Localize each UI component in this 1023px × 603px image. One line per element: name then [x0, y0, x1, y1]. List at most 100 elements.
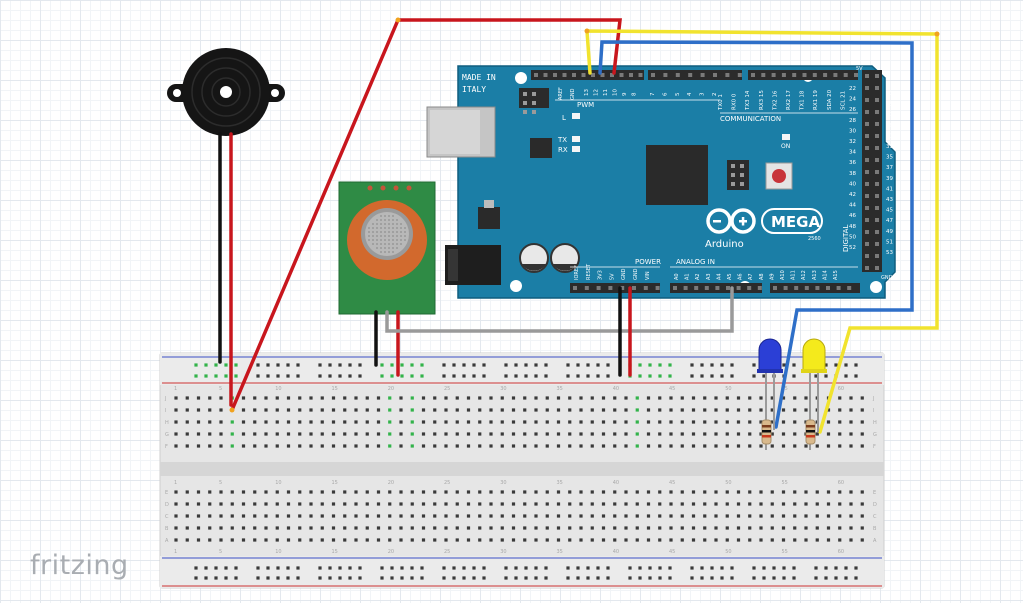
breadboard-hole	[399, 514, 403, 518]
pin-label: 24	[849, 97, 856, 103]
mesh-dot	[388, 243, 390, 245]
mesh-dot	[376, 239, 378, 241]
rail-hole	[410, 566, 414, 570]
mesh-dot	[392, 231, 394, 233]
breadboard-hole	[770, 514, 774, 518]
breadboard-hole	[703, 420, 707, 424]
mesh-dot	[400, 227, 402, 229]
mesh-dot	[384, 239, 386, 241]
breadboard-hole	[849, 526, 853, 530]
pin-label: IOREF	[574, 265, 580, 280]
breadboard-hole	[196, 538, 201, 542]
column-label: 30	[500, 480, 506, 486]
pin-label: 5	[675, 92, 681, 96]
breadboard-hole	[196, 526, 201, 530]
rail-hole	[204, 566, 208, 570]
breadboard-hole	[331, 432, 336, 436]
breadboard-hole	[838, 444, 842, 448]
breadboard-hole	[309, 490, 313, 494]
breadboard-hole	[376, 408, 381, 412]
breadboard-hole	[714, 444, 718, 448]
breadboard-hole	[860, 408, 864, 412]
breadboard-hole	[298, 526, 302, 530]
rail-hole	[730, 576, 734, 580]
breadboard-hole	[703, 408, 707, 412]
rail-hole	[214, 374, 218, 378]
breadboard-hole	[410, 396, 414, 400]
breadboard-hole	[241, 490, 246, 494]
breadboard-hole	[264, 408, 268, 412]
breadboard-hole	[309, 514, 313, 518]
breadboard-hole	[646, 396, 651, 400]
breadboard-hole	[669, 408, 673, 412]
header-pin	[865, 230, 869, 234]
rail-hole	[442, 566, 446, 570]
wire-end	[934, 31, 940, 37]
breadboard-hole	[478, 538, 482, 542]
breadboard-hole	[298, 538, 302, 542]
mesh-dot	[372, 223, 374, 225]
breadboard-hole	[511, 502, 516, 506]
breadboard-hole	[748, 502, 752, 506]
breadboard-hole	[838, 490, 842, 494]
breadboard-hole	[376, 514, 381, 518]
breadboard-hole	[579, 526, 583, 530]
breadboard-hole	[725, 502, 729, 506]
breadboard-hole	[804, 502, 808, 506]
rail-hole	[380, 363, 384, 367]
breadboard-hole	[275, 444, 279, 448]
rail-hole	[544, 576, 548, 580]
rail-hole	[380, 374, 384, 378]
breadboard-hole	[219, 502, 223, 506]
column-label: 20	[388, 480, 394, 486]
breadboard-hole	[410, 432, 414, 436]
breadboard-hole	[196, 444, 201, 448]
header-pin	[643, 286, 648, 290]
breadboard-hole	[725, 538, 729, 542]
breadboard-hole	[511, 396, 516, 400]
breadboard-hole	[545, 490, 549, 494]
breadboard-hole	[601, 420, 606, 424]
rail-hole	[296, 363, 300, 367]
column-label: 50	[725, 549, 731, 555]
breadboard-hole	[410, 526, 414, 530]
header-pin	[573, 286, 577, 290]
breadboard-hole	[590, 408, 594, 412]
led-blue-rim	[757, 369, 783, 373]
mesh-dot	[368, 231, 370, 233]
mount-hole	[515, 72, 527, 84]
breadboard-hole	[376, 444, 381, 448]
header-pin	[771, 73, 776, 77]
column-label: 20	[388, 549, 394, 555]
rail-hole	[276, 576, 280, 580]
breadboard-hole	[320, 526, 324, 530]
breadboard-hole	[365, 514, 369, 518]
sensor-mesh-pattern	[368, 215, 406, 253]
breadboard-hole	[556, 408, 561, 412]
breadboard-hole	[444, 420, 448, 424]
header-pin	[562, 73, 567, 77]
icsp-pin	[532, 110, 536, 114]
breadboard-hole	[433, 444, 437, 448]
icsp-pin	[740, 182, 744, 186]
pin-label: A7	[748, 273, 754, 280]
rail-hole	[286, 576, 290, 580]
breadboard-hole	[748, 420, 752, 424]
breadboard-hole	[579, 432, 583, 436]
pin-label: TX1 18	[800, 90, 806, 111]
mesh-dot	[392, 243, 394, 245]
breadboard-hole	[770, 502, 774, 506]
breadboard-hole	[354, 514, 358, 518]
row-label: C	[165, 514, 169, 520]
pin-label: A6	[738, 273, 744, 280]
breadboard-hole	[646, 502, 651, 506]
breadboard-hole	[185, 490, 189, 494]
mesh-dot	[400, 231, 402, 233]
rail-hole	[410, 363, 414, 367]
breadboard-hole	[849, 538, 853, 542]
breadboard-hole	[534, 420, 538, 424]
column-label: 15	[332, 480, 338, 486]
breadboard-hole	[714, 420, 718, 424]
breadboard-hole	[849, 432, 853, 436]
rail-hole	[452, 374, 456, 378]
